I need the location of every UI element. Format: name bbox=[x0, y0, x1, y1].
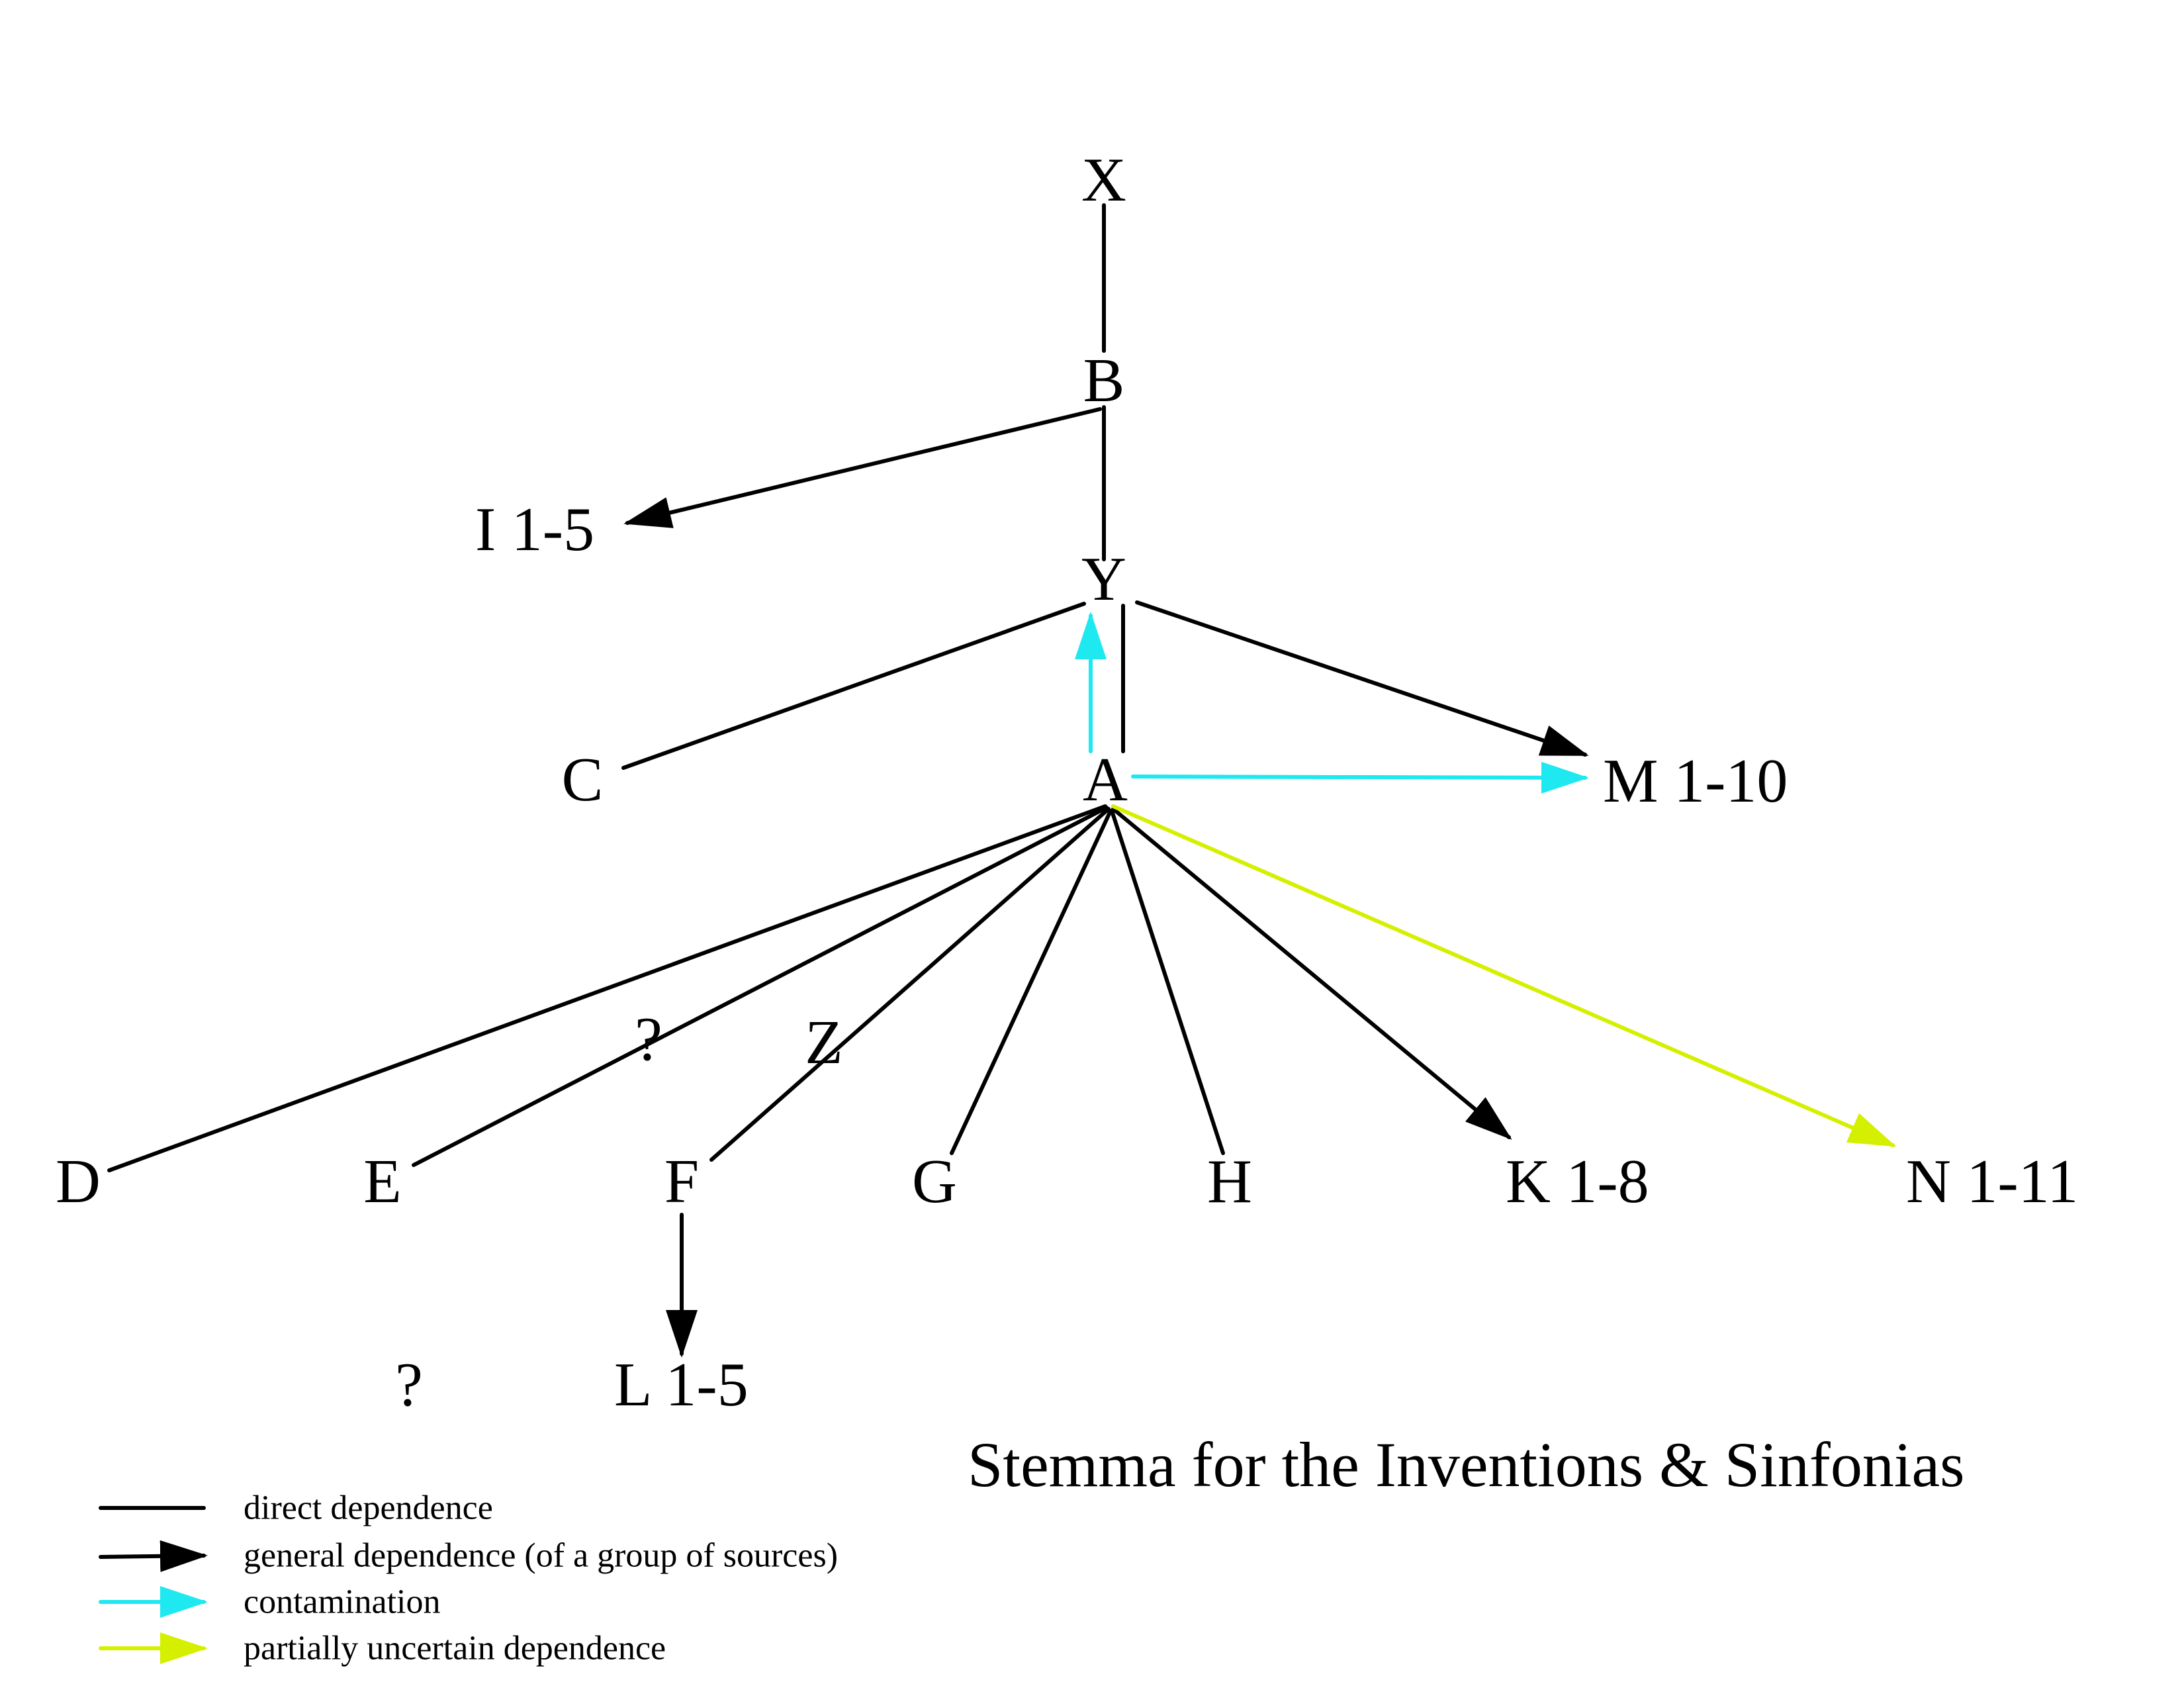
node-i: I 1-5 bbox=[475, 495, 594, 564]
node-f: F bbox=[664, 1147, 699, 1216]
legend-label-uncertain: partially uncertain dependence bbox=[244, 1630, 666, 1667]
edge-a-to-f bbox=[709, 807, 1111, 1162]
edge-a-to-g bbox=[950, 809, 1113, 1155]
node-z: Z bbox=[805, 1008, 842, 1077]
edge-y-to-c bbox=[621, 602, 1086, 770]
node-l: L 1-5 bbox=[614, 1350, 749, 1419]
legend-label-contamination: contamination bbox=[244, 1583, 440, 1621]
node-y: Y bbox=[1081, 545, 1126, 614]
node-h: H bbox=[1207, 1147, 1252, 1216]
legend-label-direct: direct dependence bbox=[244, 1489, 493, 1527]
edge-a-to-k bbox=[1111, 807, 1512, 1140]
node-question-upper: ? bbox=[635, 1005, 662, 1074]
stemma-nodes: X B I 1-5 Y C A M 1-10 D ? Z E F G H K 1… bbox=[56, 146, 2078, 1419]
node-a: A bbox=[1083, 745, 1128, 814]
edge-a-to-e bbox=[412, 806, 1109, 1167]
node-g: G bbox=[912, 1147, 957, 1216]
node-e: E bbox=[363, 1147, 401, 1216]
node-k: K 1-8 bbox=[1506, 1147, 1649, 1216]
edge-a-to-m-contamination bbox=[1131, 761, 1589, 794]
edge-a-to-n-uncertain bbox=[1111, 804, 1897, 1147]
node-d: D bbox=[56, 1147, 101, 1216]
node-m: M 1-10 bbox=[1603, 747, 1788, 816]
legend-swatch-general bbox=[99, 1540, 208, 1572]
node-c: C bbox=[562, 745, 604, 814]
legend-label-general: general dependence (of a group of source… bbox=[244, 1537, 838, 1575]
edge-y-to-m bbox=[1135, 600, 1589, 757]
edge-a-to-d bbox=[107, 804, 1107, 1172]
node-question-lower: ? bbox=[395, 1350, 423, 1419]
node-n: N 1-11 bbox=[1906, 1147, 2078, 1216]
node-x: X bbox=[1081, 146, 1126, 214]
edge-b-to-i bbox=[623, 407, 1102, 528]
diagram-title: Stemma for the Inventions & Sinfonias bbox=[968, 1429, 1964, 1500]
edge-a-to-h bbox=[1110, 809, 1225, 1155]
stemma-edges bbox=[107, 203, 1897, 1358]
node-b: B bbox=[1083, 346, 1125, 415]
legend: direct dependence general dependence (of… bbox=[99, 1489, 838, 1667]
